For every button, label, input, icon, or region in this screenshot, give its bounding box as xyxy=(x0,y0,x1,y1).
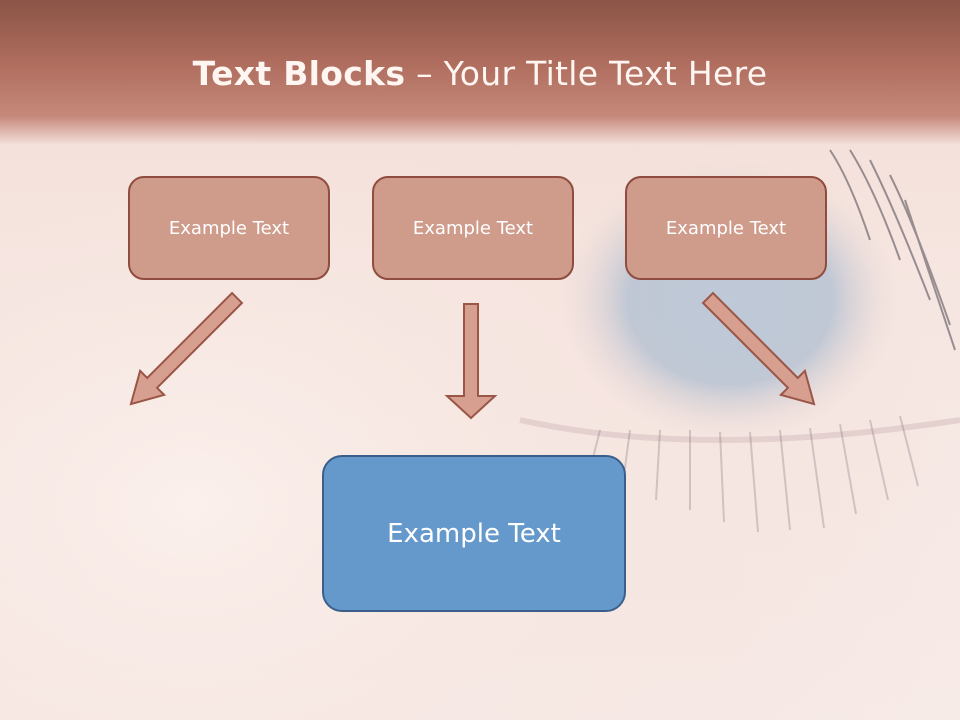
arrow-center xyxy=(444,303,498,420)
title-dash: – xyxy=(405,54,444,93)
arrow-right xyxy=(701,291,816,406)
title-bar xyxy=(0,0,960,145)
title-bold: Text Blocks xyxy=(192,54,406,93)
arrow-left xyxy=(129,291,244,406)
text-block-bottom[interactable]: Example Text xyxy=(322,455,626,612)
text-block-left[interactable]: Example Text xyxy=(128,176,330,280)
text-block-center[interactable]: Example Text xyxy=(372,176,574,280)
title-rest: Your Title Text Here xyxy=(443,54,768,93)
slide-title: Text Blocks – Your Title Text Here xyxy=(0,54,960,93)
text-block-right[interactable]: Example Text xyxy=(625,176,827,280)
